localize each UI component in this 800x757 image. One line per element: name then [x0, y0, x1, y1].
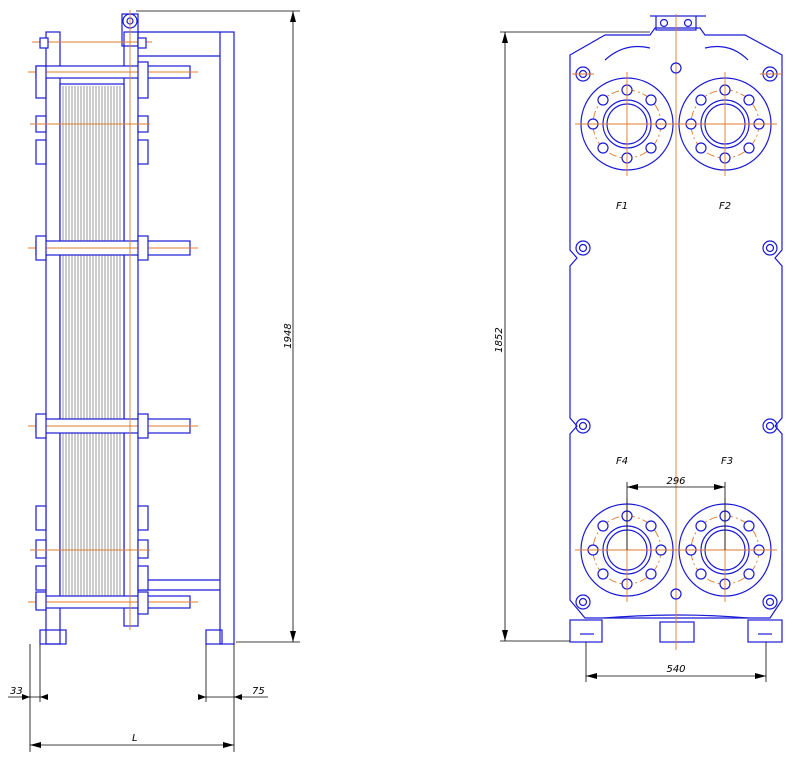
flange-bolt-hole: [645, 142, 657, 154]
flange-bolt-hole: [743, 142, 755, 154]
flange-bolt-hole: [597, 520, 609, 532]
flange-bolt-hole: [743, 568, 755, 580]
flange-bolt-hole: [645, 94, 657, 106]
flange-bolt-hole: [695, 94, 707, 106]
front-view: F1 F2 F3 F4 1852 296 5: [494, 14, 783, 682]
port-label-f1: F1: [616, 201, 628, 212]
dim-length-label: L: [132, 733, 138, 744]
flange-bolt-hole: [645, 568, 657, 580]
pressure-plate-column: [123, 31, 139, 627]
port-label-f4: F4: [616, 456, 628, 467]
dim-width: 540: [585, 642, 767, 682]
dim-height-front-label: 1852: [494, 327, 505, 352]
foot: [569, 619, 603, 643]
dim-height-front: 1852: [494, 31, 650, 642]
flange-bolt-hole: [695, 520, 707, 532]
plate-lines: [62, 86, 121, 602]
flange-bolt-hole: [695, 568, 707, 580]
flange-bolt-hole: [597, 568, 609, 580]
dim-port-spacing-label: 296: [666, 476, 685, 487]
dim-right-offset-label: 75: [252, 686, 265, 697]
dim-height-side: 1948: [136, 10, 300, 643]
tie-bars: [28, 65, 198, 609]
flange-bolt-hole: [743, 520, 755, 532]
flange-bolt-hole: [645, 520, 657, 532]
foot: [747, 619, 783, 643]
dim-left-offset-label: 33: [10, 686, 23, 697]
dim-height-label: 1948: [283, 323, 294, 348]
flange: [575, 72, 679, 176]
flange-bolt-hole: [695, 142, 707, 154]
plate-pack: [59, 83, 125, 605]
dim-width-label: 540: [666, 664, 685, 675]
dim-left-offset: 33: [8, 644, 48, 752]
flange-bolt-hole: [597, 94, 609, 106]
frame-bolts: [572, 62, 782, 610]
flange-bolt-hole: [743, 94, 755, 106]
right-support-column: [219, 31, 235, 645]
foot: [205, 629, 223, 645]
frame-plate-outline: [569, 27, 783, 619]
dim-length: L: [30, 733, 234, 748]
port-label-f3: F3: [721, 456, 733, 467]
bolt-nuts: [35, 61, 149, 615]
foot: [659, 621, 695, 643]
port-label-f2: F2: [719, 201, 731, 212]
dim-port-spacing: 296: [626, 476, 726, 550]
dim-right-offset: 75: [198, 644, 268, 752]
side-view: 1948 33 75 L: [8, 10, 300, 752]
flange: [673, 72, 777, 176]
flange-bolt-hole: [597, 142, 609, 154]
foot: [39, 629, 67, 645]
